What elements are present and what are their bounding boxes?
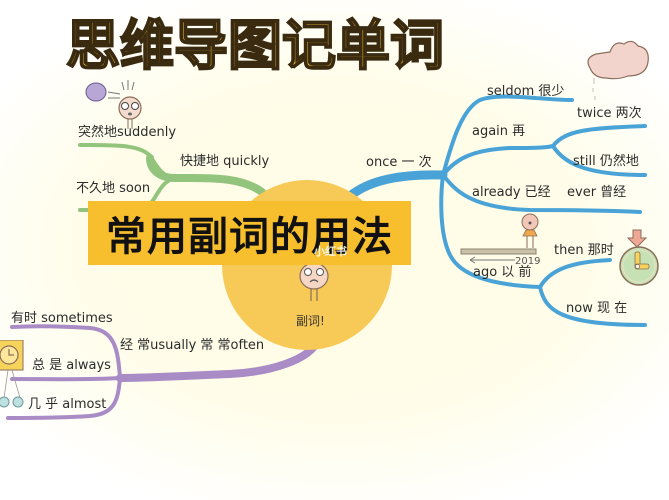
- node-seldom: seldom 很少: [487, 84, 565, 99]
- node-already: already 已经: [472, 185, 551, 200]
- node-quickly: 快捷地 quickly: [180, 154, 270, 169]
- alarm-clock-icon: [619, 229, 659, 286]
- node-sometimes: 有时 sometimes: [11, 311, 113, 326]
- node-now: now 现 在: [566, 301, 628, 316]
- title-char: 维: [119, 13, 175, 78]
- subtitle-text: 常用副词的用法: [106, 214, 393, 260]
- title-char: 词: [389, 13, 445, 78]
- node-almost: 几 乎 almost: [28, 397, 107, 412]
- node-once: once 一 次: [366, 155, 432, 170]
- node-ever: ever 曾经: [567, 185, 627, 200]
- title-char: 导: [173, 13, 229, 78]
- title-char: 单: [335, 13, 391, 78]
- node-suddenly: 突然地suddenly: [78, 125, 177, 140]
- timeline-plank-icon: [460, 248, 537, 264]
- title-char: 思: [65, 13, 121, 78]
- title-char: 图: [227, 13, 283, 78]
- node-then: then 那时: [554, 243, 614, 258]
- node-still: still 仍然地: [573, 154, 639, 169]
- node-twice: twice 两次: [577, 106, 642, 121]
- title-char: 记: [281, 13, 337, 78]
- node-always: 总 是 always: [32, 358, 111, 373]
- node-usually-often: 经 常usually 常 常often: [120, 338, 265, 353]
- page-title: 思 维 导 图 记 单 词: [65, 13, 445, 84]
- node-soon: 不久地 soon: [76, 181, 151, 196]
- character-on-plank-icon: [521, 213, 539, 248]
- year-label: 2019: [515, 256, 541, 267]
- watermark: 小红书: [314, 245, 347, 258]
- surprised-character-icon: [85, 80, 142, 129]
- center-node-label: 副词!: [296, 314, 325, 328]
- center-character-icon: [299, 262, 329, 301]
- node-again: again 再: [472, 124, 526, 139]
- node-ago: ago 以 前: [473, 265, 532, 280]
- purple-branch: [6, 324, 322, 420]
- clock-icon: [0, 340, 24, 408]
- pinching-hand-icon: [587, 40, 649, 100]
- subtitle-banner: 常用副词的用法: [88, 201, 411, 265]
- blue-branch: [345, 94, 647, 327]
